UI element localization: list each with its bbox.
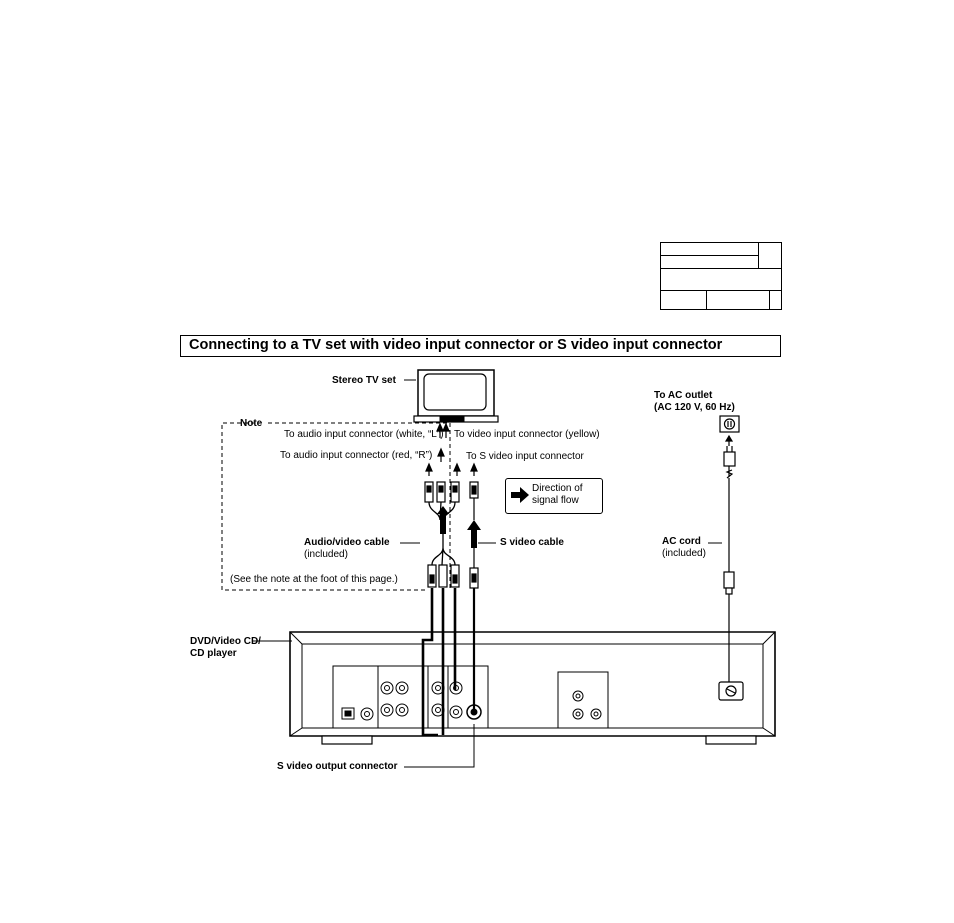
av-cable-bottom-plugs	[427, 564, 460, 588]
leader-lines	[252, 542, 722, 768]
note-label: Note	[240, 418, 263, 429]
digital-audio-out-panel	[332, 665, 379, 729]
big-flow-arrows	[437, 506, 481, 548]
ac-inlet-icon	[718, 681, 744, 701]
dvd-player	[289, 631, 776, 745]
av-cable-label: Audio/video cable	[304, 537, 390, 548]
audio-white-label: To audio input connector (white, “L”)	[284, 429, 444, 440]
s-video-in-label: To S video input connector	[466, 451, 584, 462]
cables-to-player	[421, 588, 476, 737]
flow-line-1: Direction of	[532, 483, 583, 494]
section-title-box: Connecting to a TV set with video input …	[180, 335, 781, 357]
see-note-label: (See the note at the foot of this page.)	[230, 574, 398, 585]
component-video-panel	[557, 671, 609, 729]
ac-cord	[723, 434, 736, 682]
ac-outlet-spec: (AC 120 V, 60 Hz)	[654, 402, 735, 413]
flow-line-2: signal flow	[532, 495, 579, 506]
note-frame	[221, 422, 451, 591]
arrow-right-icon	[511, 487, 529, 503]
tv-set-icon	[413, 369, 499, 423]
player-label: DVD/Video CD/	[190, 636, 261, 647]
video-out-panel	[447, 665, 489, 729]
section-title: Connecting to a TV set with video input …	[189, 337, 723, 353]
s-video-cable-label: S video cable	[500, 537, 564, 548]
audio-out-panel	[377, 665, 449, 729]
video-yellow-label: To video input connector (yellow)	[454, 429, 600, 440]
signal-flow-legend: Direction of signal flow	[505, 478, 603, 514]
ac-outlet-label: To AC outlet	[654, 390, 713, 401]
av-cable-top-plugs	[424, 481, 460, 503]
av-cable-included: (included)	[304, 549, 348, 560]
stereo-tv-label: Stereo TV set	[332, 375, 396, 386]
audio-red-label: To audio input connector (red, “R”)	[280, 450, 433, 461]
ac-cord-included: (included)	[662, 548, 706, 559]
player-label-2: CD player	[190, 648, 237, 659]
signal-arrows-top	[425, 422, 478, 476]
ac-outlet-icon	[719, 415, 740, 433]
ac-cord-label: AC cord	[662, 536, 701, 547]
s-video-out-label: S video output connector	[277, 761, 398, 772]
